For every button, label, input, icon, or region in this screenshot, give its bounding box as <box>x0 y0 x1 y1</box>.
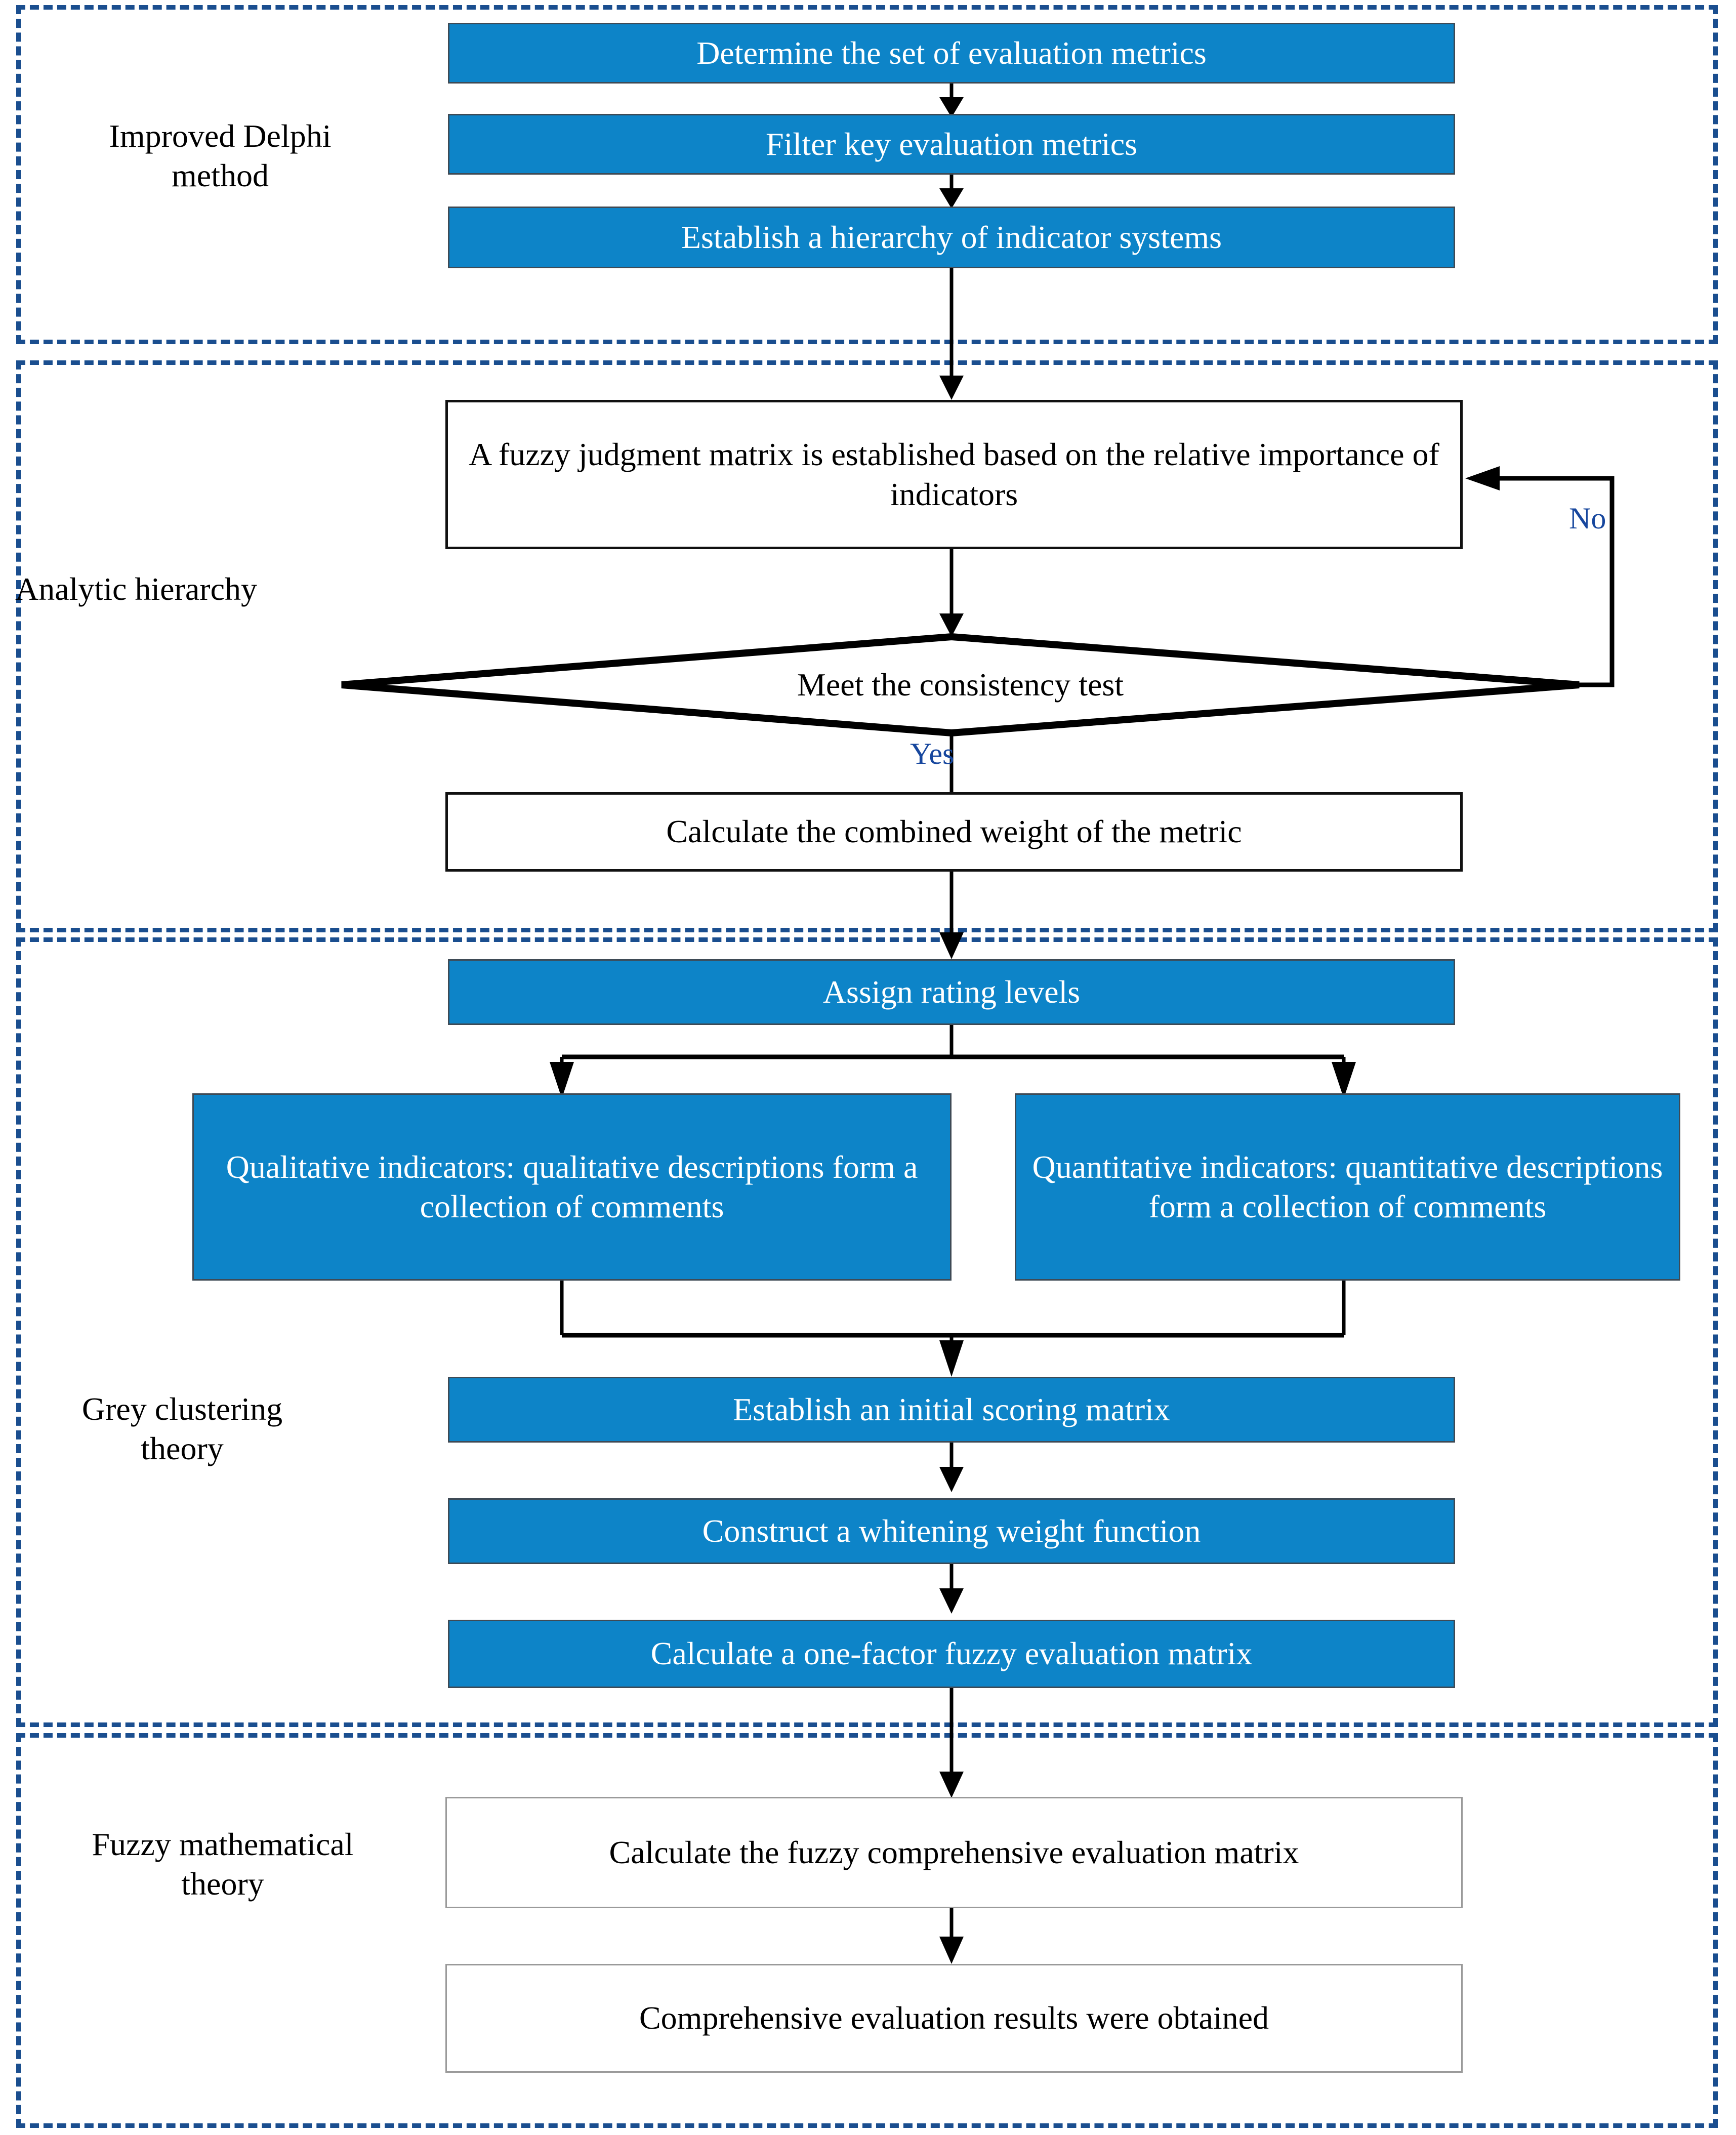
node-establish-hierarchy[interactable]: Establish a hierarchy of indicator syste… <box>448 207 1455 268</box>
arrow-judgment-matrix-to-consistency <box>939 549 964 637</box>
section-label-grey-clustering: Grey clustering theory <box>81 1391 283 1467</box>
node-qualitative-indicators[interactable]: Qualitative indicators: qualitative desc… <box>192 1093 952 1281</box>
node-label: A fuzzy judgment matrix is established b… <box>469 436 1439 512</box>
section-band-analytic-hierarchy <box>16 360 1718 932</box>
edge-label-yes: Yes <box>910 737 955 770</box>
node-label: Assign rating levels <box>822 973 1081 1010</box>
section-label-analytic-hierarchy: Analytic hierarchy <box>15 571 257 607</box>
node-label: Calculate the combined weight of the met… <box>666 813 1242 850</box>
arrow-scoring-to-whitening <box>939 1443 964 1492</box>
arrow-combined-weight-to-assign-levels <box>939 872 964 959</box>
section-band-grey-clustering <box>16 937 1718 1727</box>
section-label-fuzzy-math: Fuzzy mathematical theory <box>92 1826 354 1902</box>
node-whitening-weight-function[interactable]: Construct a whitening weight function <box>448 1498 1455 1564</box>
decision-label: Meet the consistency test <box>797 667 1124 703</box>
node-label: Construct a whitening weight function <box>702 1512 1201 1549</box>
arrow-assign-levels-split <box>550 1025 1356 1098</box>
node-one-factor-fuzzy-matrix[interactable]: Calculate a one-factor fuzzy evaluation … <box>448 1620 1455 1688</box>
node-assign-rating-levels[interactable]: Assign rating levels <box>448 959 1455 1025</box>
arrow-whitening-to-one-factor <box>939 1564 964 1614</box>
node-initial-scoring-matrix[interactable]: Establish an initial scoring matrix <box>448 1377 1455 1443</box>
section-band-delphi <box>16 5 1718 344</box>
node-label: Qualitative indicators: qualitative desc… <box>226 1148 918 1224</box>
arrow-determine-to-filter <box>939 84 964 117</box>
node-label: Filter key evaluation metrics <box>766 126 1137 162</box>
node-label: Establish a hierarchy of indicator syste… <box>681 219 1222 255</box>
section-label-improved-delphi: Improved Delphi method <box>109 118 332 194</box>
node-comprehensive-evaluation-matrix[interactable]: Calculate the fuzzy comprehensive evalua… <box>445 1797 1463 1908</box>
node-fuzzy-judgment-matrix[interactable]: A fuzzy judgment matrix is established b… <box>445 400 1463 549</box>
node-evaluation-results[interactable]: Comprehensive evaluation results were ob… <box>445 1964 1463 2073</box>
node-label: Determine the set of evaluation metrics <box>696 34 1207 71</box>
node-combined-weight[interactable]: Calculate the combined weight of the met… <box>445 792 1463 872</box>
node-determine-metrics[interactable]: Determine the set of evaluation metrics <box>448 23 1455 84</box>
node-quantitative-indicators[interactable]: Quantitative indicators: quantitative de… <box>1015 1093 1680 1281</box>
arrow-hierarchy-to-judgment-matrix <box>939 268 964 400</box>
node-label: Calculate the fuzzy comprehensive evalua… <box>609 1834 1299 1870</box>
arrow-filter-to-hierarchy <box>939 175 964 209</box>
node-filter-metrics[interactable]: Filter key evaluation metrics <box>448 114 1455 175</box>
edge-label-no: No <box>1569 502 1606 535</box>
node-label: Quantitative indicators: quantitative de… <box>1032 1148 1663 1224</box>
decision-diamond-consistency-test <box>341 633 1580 737</box>
arrow-indicators-merge <box>560 1281 1346 1377</box>
node-label: Calculate a one-factor fuzzy evaluation … <box>650 1635 1253 1672</box>
decision-consistency-test-label-wrap[interactable]: Meet the consistency test <box>342 637 1579 733</box>
node-label: Establish an initial scoring matrix <box>733 1391 1170 1427</box>
arrow-one-factor-to-comprehensive <box>939 1688 964 1798</box>
node-label: Comprehensive evaluation results were ob… <box>639 2000 1269 2036</box>
arrow-no-feedback-loop <box>1465 466 1615 687</box>
arrow-comprehensive-to-results <box>939 1908 964 1964</box>
section-band-fuzzy-math <box>16 1733 1718 2128</box>
